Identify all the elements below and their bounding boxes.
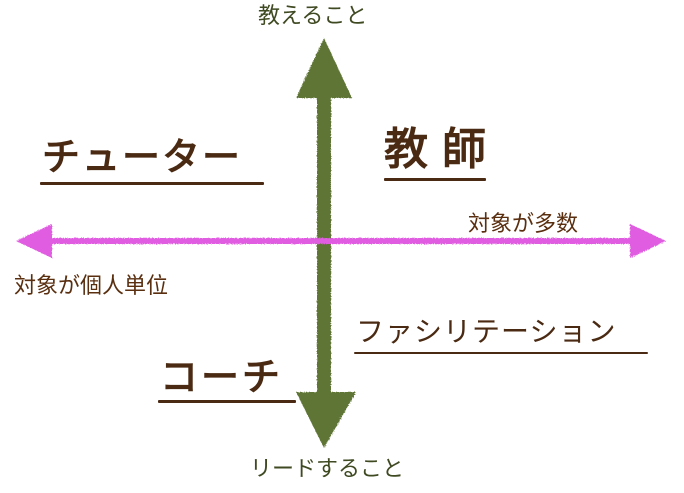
down-arrow-head (296, 392, 356, 448)
quadrant-label-teacher: 教師 (384, 124, 500, 175)
left-arrow-head (16, 224, 52, 258)
teacher-underline (384, 178, 486, 181)
top-axis-label: 教えること (258, 4, 368, 29)
tutor-underline (40, 182, 264, 185)
quadrant-label-facilitation: ファシリテーション (356, 315, 617, 348)
quadrant-label-coach: コーチ (160, 354, 284, 399)
right-arrow-head (630, 224, 666, 258)
horizontal-axis (16, 224, 666, 258)
facilitation-underline (354, 352, 648, 354)
left-axis-label: 対象が個人単位 (14, 274, 169, 299)
quadrant-label-tutor: チューター (42, 134, 243, 179)
horizontal-axis-shaft (44, 238, 642, 244)
up-arrow-head (296, 38, 352, 98)
bottom-axis-label: リードすること (250, 457, 405, 482)
coach-underline (158, 400, 296, 403)
right-axis-label: 対象が多数 (468, 212, 579, 237)
